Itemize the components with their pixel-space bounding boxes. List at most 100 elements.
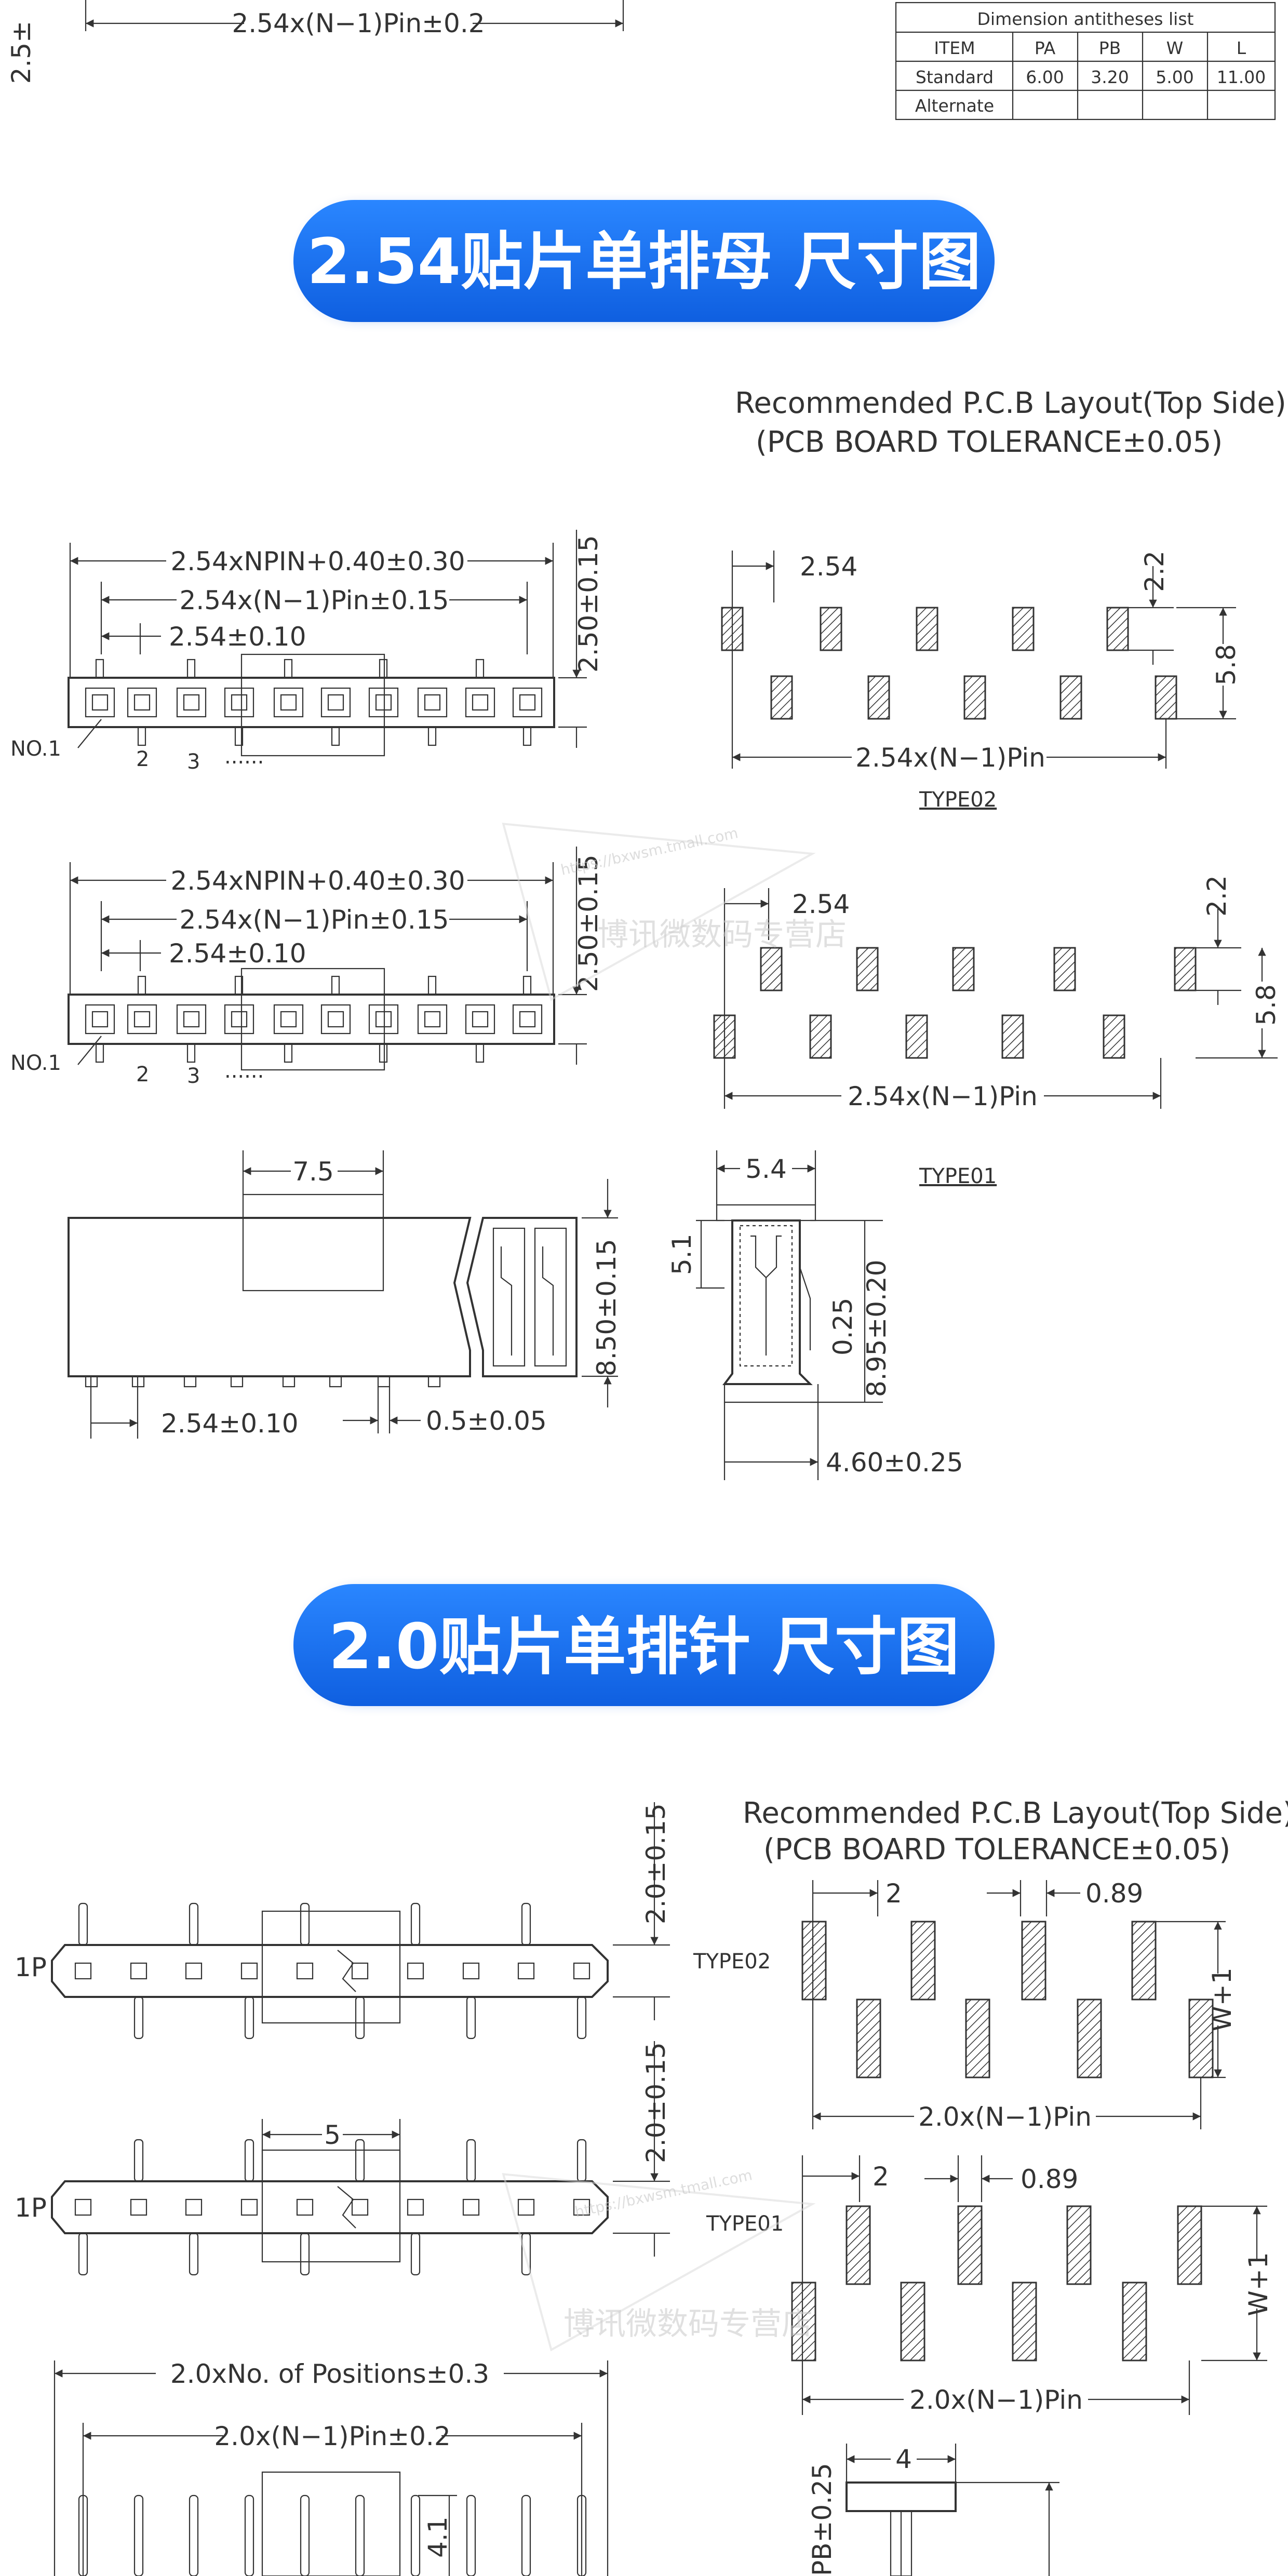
sec1-end-460: 4.60±0.25 <box>826 1447 963 1478</box>
sec1-end-view: 5.4 5.1 0.25 8.95±0.20 4.60±0.25 <box>667 1150 963 1480</box>
sec2-pcb-type01: TYPE01 2 0.89 W+1 2.0x(N−1)Pin <box>706 2155 1273 2415</box>
sec1a-dim-pin: 2.54x(N−1)Pin±0.15 <box>180 585 449 615</box>
sec1-end-025: 0.25 <box>828 1298 858 1356</box>
top-partial-label: 2.5± <box>6 21 36 84</box>
sec2-pcb-type02: TYPE02 2 0.89 W+1 2.0x(N−1)Pin <box>693 1879 1237 2132</box>
sec2-pcb-pin-a: 2.0x(N−1)Pin <box>918 2102 1092 2132</box>
sec1-type02: TYPE02 <box>919 788 997 812</box>
sec1-front-view-a: 2.54xNPIN+0.40±0.30 2.54x(N−1)Pin±0.15 2… <box>10 530 603 774</box>
table-header-l: L <box>1237 38 1246 58</box>
sec2a-1p: 1P <box>15 1952 47 1982</box>
sec1-pcb-pitch-a: 2.54 <box>800 552 857 582</box>
sec2-pcb-w1-b: W+1 <box>1243 2252 1273 2316</box>
dimension-table: Dimension antitheses list ITEM PA PB W L… <box>895 2 1276 120</box>
banner-2-title: 2.0贴片单排针 尺寸图 <box>329 1611 959 1683</box>
sec1b-dim-pin: 2.54x(N−1)Pin±0.15 <box>180 905 449 935</box>
sec1-side-850: 8.50±0.15 <box>592 1239 622 1376</box>
top-dim-pin: 2.54x(N−1)Pin±0.2 <box>232 8 485 38</box>
table-cell-pa: 6.00 <box>1026 67 1064 87</box>
sec2-end-view: 4 PB±0.25 <box>807 2444 1059 2576</box>
table-cell-standard: Standard <box>916 67 994 87</box>
watermark-1-text: 博讯微数码专营店 <box>597 917 847 953</box>
table-cell-w: 5.00 <box>1156 67 1193 87</box>
table-header-pa: PA <box>1035 38 1056 58</box>
sec2-type02: TYPE02 <box>693 1950 771 1974</box>
sec2-dim-pb: PB±0.25 <box>807 2463 837 2576</box>
sec2-pcb-title-1: Recommended P.C.B Layout(Top Side) <box>743 1796 1288 1830</box>
sec1-pcb-pin-b: 2.54x(N−1)Pin <box>848 1081 1038 1111</box>
sec1-pcb-row-b: 5.8 <box>1251 984 1281 1026</box>
sec1-side-feet <box>85 1375 441 1388</box>
sec2-dim-4: 4 <box>895 2444 912 2474</box>
sec1a-n2: 2 <box>136 747 149 771</box>
sec2-pcb-2-b: 2 <box>873 2162 889 2192</box>
sec1-end-51: 5.1 <box>667 1233 697 1275</box>
sec1-side-pitch: 2.54±0.10 <box>161 1408 299 1439</box>
sec1-pcb-pitch-b: 2.54 <box>792 889 850 919</box>
table-cell-l: 11.00 <box>1217 67 1266 87</box>
sec2a-pins <box>74 1902 591 2040</box>
sec1-pcb-pad-a: 2.2 <box>1139 551 1170 592</box>
table-header-pb: PB <box>1099 38 1121 58</box>
sec1b-dim-pitch: 2.54±0.10 <box>169 938 306 969</box>
sec1b-no1: NO.1 <box>10 1051 61 1075</box>
sec1a-dim-height: 2.50±0.15 <box>573 535 603 673</box>
sec2-pcb-w1-a: W+1 <box>1207 1967 1237 2031</box>
top-partial-drawing: 2.5± 2.54x(N−1)Pin±0.2 <box>6 0 624 84</box>
sec2-dim-41: 4.1 <box>423 2516 453 2558</box>
sec1b-dots: ...... <box>224 1059 264 1083</box>
banner-1-title: 2.54贴片单排母 尺寸图 <box>307 226 981 298</box>
sec1-pcb-type01: 2.54 2.2 5.8 2.54x(N−1)Pin TYPE01 <box>713 875 1281 1188</box>
sec1b-n2: 2 <box>136 1063 149 1086</box>
sec1b-dim-total: 2.54xNPIN+0.40±0.30 <box>170 866 465 896</box>
sec2-type01: TYPE01 <box>706 2212 784 2236</box>
sec2-dim-positions: 2.0xNo. of Positions±0.3 <box>170 2359 489 2389</box>
table-header-item: ITEM <box>934 38 975 58</box>
sec1b-dim-height: 2.50±0.15 <box>573 854 603 992</box>
sec2-pcb-089-b: 0.89 <box>1021 2164 1078 2194</box>
sec2-pcb-title-2: (PCB BOARD TOLERANCE±0.05) <box>763 1833 1230 1867</box>
sec1-end-54: 5.4 <box>745 1154 787 1184</box>
table-header-w: W <box>1166 38 1184 58</box>
watermark-2-text: 博讯微数码专营店 <box>564 2306 813 2342</box>
table-cell-alternate: Alternate <box>915 96 994 116</box>
sec1a-dim-pitch: 2.54±0.10 <box>169 622 306 652</box>
sec2-dim-pin: 2.0x(N−1)Pin±0.2 <box>214 2421 450 2451</box>
table-cell-pb: 3.20 <box>1091 67 1129 87</box>
table-title: Dimension antitheses list <box>977 9 1194 29</box>
sec1-pcb-type02: 2.54 2.2 5.8 2.54x(N−1)Pin TYPE02 <box>721 551 1241 812</box>
sec2b-1p: 1P <box>15 2193 47 2223</box>
sec1a-no1: NO.1 <box>10 737 61 761</box>
banner-2: 2.0贴片单排针 尺寸图 <box>293 1584 995 1706</box>
sec2-pcb-089-a: 0.89 <box>1085 1879 1143 1909</box>
sec2b-pins <box>74 2139 591 2276</box>
sec1-front-view-b: 2.54xNPIN+0.40±0.30 2.54x(N−1)Pin±0.15 2… <box>10 847 603 1088</box>
banner-1: 2.54贴片单排母 尺寸图 <box>293 200 995 322</box>
sec1-pcb-title-1: Recommended P.C.B Layout(Top Side) <box>735 386 1286 420</box>
sec2b-dim-h: 2.0±0.15 <box>641 2042 671 2163</box>
sec2a-dim-h: 2.0±0.15 <box>641 1803 671 1924</box>
sec2-pcb-2-a: 2 <box>886 1879 902 1909</box>
sec1a-dots: ...... <box>224 745 264 769</box>
sec1a-dim-total: 2.54xNPIN+0.40±0.30 <box>170 546 465 576</box>
sec1a-n3: 3 <box>187 750 200 774</box>
sec1-side-view: 7.5 2.54±0.10 0.5±0.05 <box>68 1150 622 1439</box>
sec1-side-05: 0.5±0.05 <box>426 1406 547 1436</box>
sec2b-dim-5: 5 <box>324 2120 341 2150</box>
sec1-side-75: 7.5 <box>292 1157 334 1187</box>
sec2-bottom-view: 2.0xNo. of Positions±0.3 2.0x(N−1)Pin±0.… <box>53 2359 609 2576</box>
sec1b-pins <box>85 975 543 1063</box>
sec1-pcb-pin-a: 2.54x(N−1)Pin <box>855 743 1045 773</box>
sec1a-pins <box>85 659 543 746</box>
sec1-pcb-title-2: (PCB BOARD TOLERANCE±0.05) <box>756 425 1223 459</box>
sec2-bottom-pins <box>78 2494 587 2576</box>
sec1-type01: TYPE01 <box>919 1164 997 1188</box>
sec1b-n3: 3 <box>187 1064 200 1088</box>
sec1-pcb-row-a: 5.8 <box>1211 644 1241 686</box>
sec2-pcb-pin-b: 2.0x(N−1)Pin <box>909 2385 1083 2415</box>
sec2-header-view-a: 1P 2.0±0.15 <box>15 1802 671 2040</box>
sec2-header-view-b: 5 1P 2.0±0.15 <box>15 2041 671 2276</box>
sec1-end-895: 8.95±0.20 <box>862 1259 892 1397</box>
sec1-pcb-pad-b: 2.2 <box>1202 875 1232 917</box>
